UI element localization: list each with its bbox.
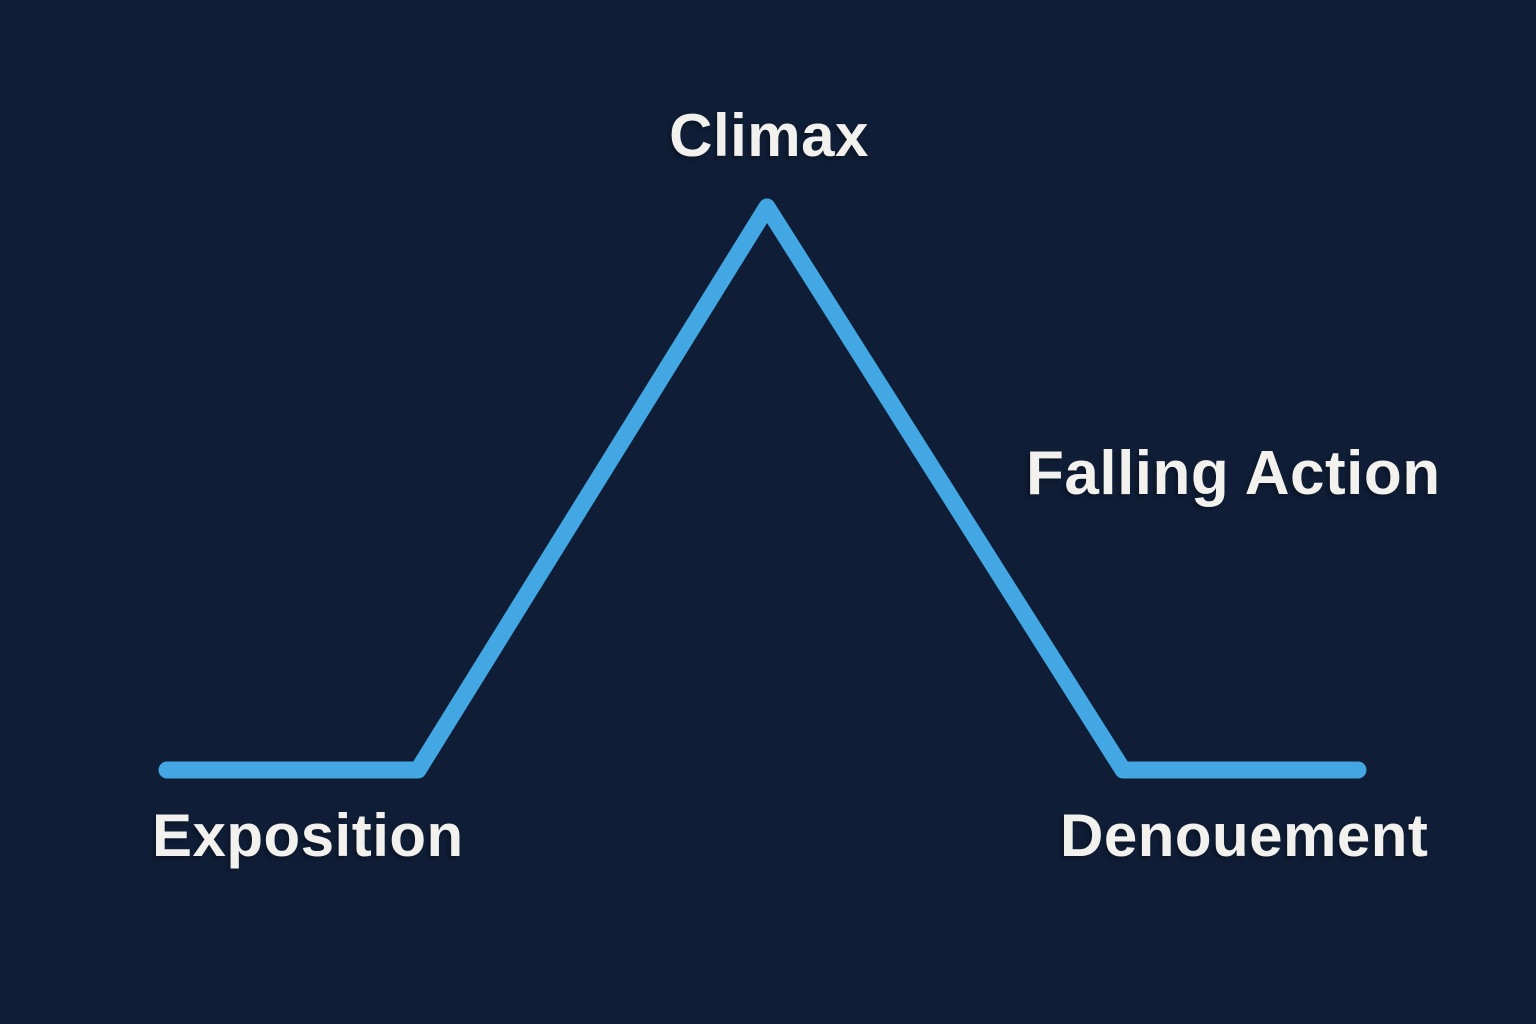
exposition-label: Exposition [152,802,464,869]
falling-action-label: Falling Action [1026,439,1441,508]
story-arc-line [158,198,1367,779]
denouement-label: Denouement [1060,802,1429,869]
climax-label: Climax [669,102,869,169]
